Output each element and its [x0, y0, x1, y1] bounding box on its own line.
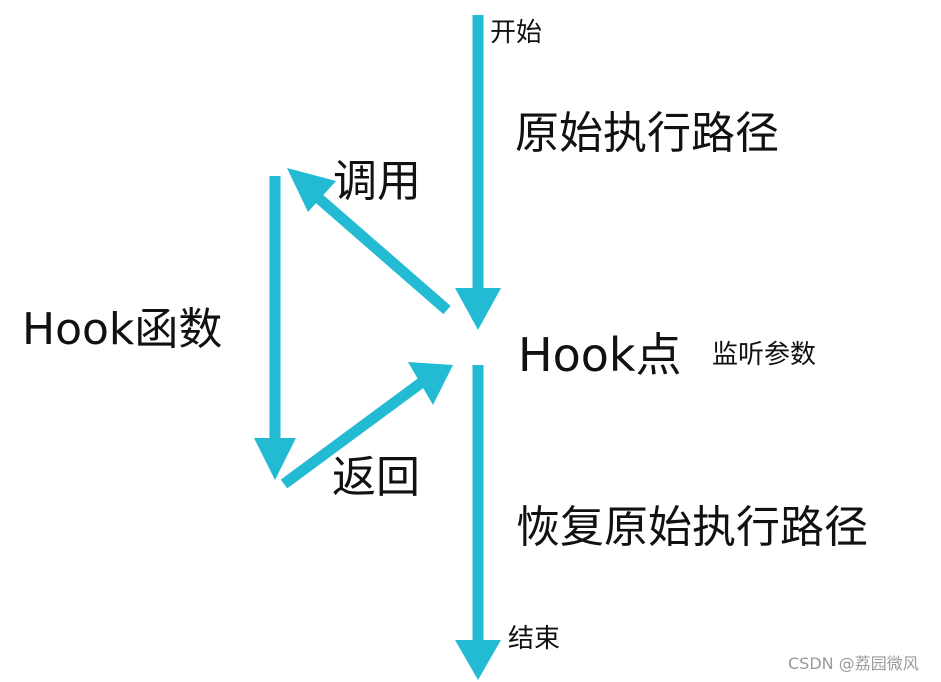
start-label: 开始	[490, 18, 543, 48]
return-arrow	[280, 362, 453, 489]
call-label: 调用	[333, 156, 421, 207]
restore-path-label: 恢复原始执行路径	[516, 502, 868, 553]
listen-params-label: 监听参数	[712, 340, 817, 370]
call-arrow	[287, 168, 451, 315]
watermark: CSDN @荔园微风	[788, 654, 919, 673]
hook-function-arrow	[254, 176, 296, 480]
hook-function-label: Hook函数	[22, 304, 223, 355]
main-path-bottom-arrow	[455, 365, 501, 680]
original-path-label: 原始执行路径	[515, 108, 779, 159]
hook-point-label: Hook点	[518, 328, 682, 382]
main-path-top-arrow	[455, 15, 501, 330]
return-label: 返回	[332, 452, 420, 503]
end-label: 结束	[508, 624, 561, 654]
